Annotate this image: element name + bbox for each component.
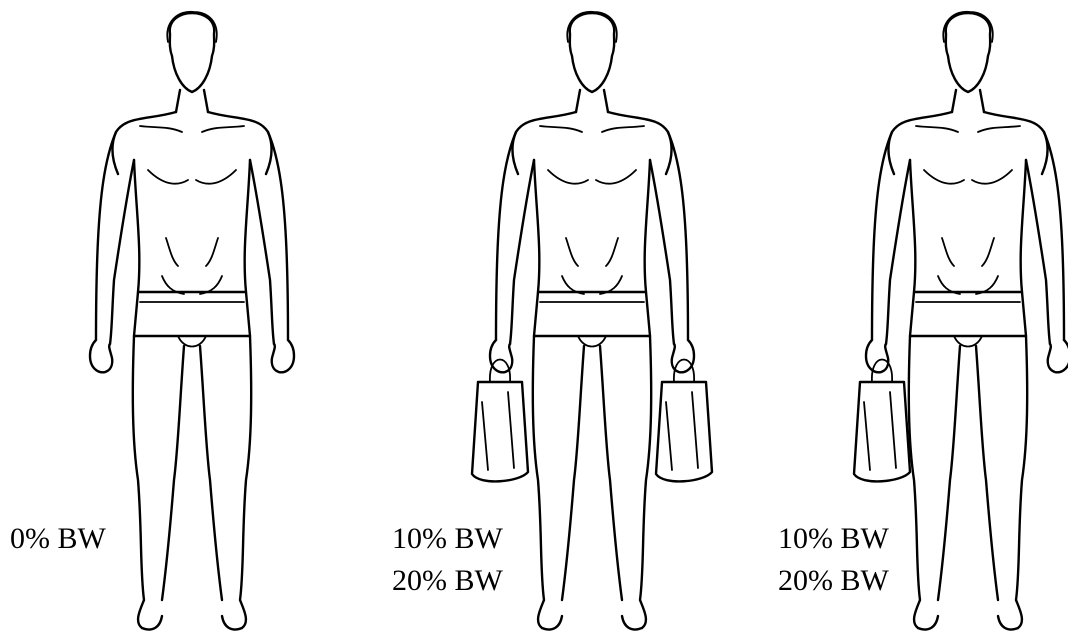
bag-left-icon [472, 360, 528, 482]
human-figure-icon [490, 12, 694, 630]
figure-bags-both-hands [472, 12, 712, 630]
label-fig2-load-low: 10% BW [392, 522, 504, 555]
human-figure-icon [90, 12, 294, 630]
bag-right-icon [656, 360, 712, 482]
figure-unloaded [90, 12, 294, 630]
label-fig3-load-high: 20% BW [778, 564, 890, 597]
bag-left-icon [854, 360, 910, 482]
label-fig1-load: 0% BW [10, 522, 107, 555]
label-fig3-load-low: 10% BW [778, 522, 890, 555]
human-figure-icon [866, 12, 1068, 630]
label-fig2-load-high: 20% BW [392, 564, 504, 597]
